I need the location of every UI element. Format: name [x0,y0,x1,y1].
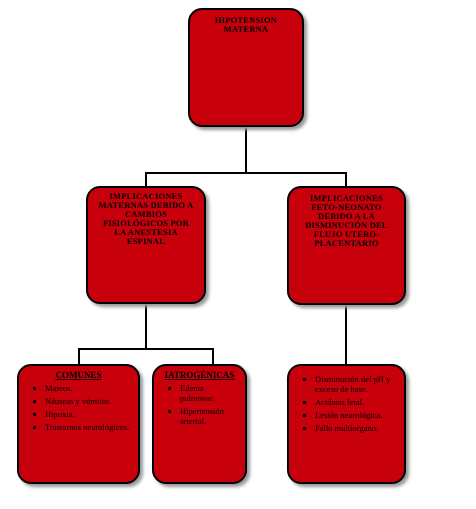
connector-maternal-down [145,302,147,350]
fetal-effects-node: Disminución del pH y exceso de base. Aci… [287,364,406,484]
connector-level2-horizontal [78,348,214,350]
fetal-effects-list: Disminución del pH y exceso de base. Aci… [295,374,398,433]
maternal-implications-node: IMPLICACIONES MATERNAS DEBIDO A CAMBIOS … [86,186,206,304]
connector-to-fetal [345,172,347,188]
list-item: Hipertensión arterial. [180,406,239,426]
maternal-implications-title: IMPLICACIONES MATERNAS DEBIDO A CAMBIOS … [98,191,194,246]
list-item: Disminución del pH y exceso de base. [315,374,398,394]
comunes-heading: COMUNES [55,370,102,380]
list-item: Hipoxia. [45,409,132,419]
list-item: Náuseas y vómitos. [45,396,132,406]
list-item: Fallo multiorgano. [315,423,398,433]
list-item: Lesión neurológica. [315,410,398,420]
connector-to-iatrogenicas [212,348,214,366]
comunes-node: COMUNES Mareos. Náuseas y vómitos. Hipox… [17,364,140,484]
root-title: HIPOTENSION MATERNA [214,15,278,34]
connector-fetal-down [345,303,347,366]
connector-root-down [245,126,247,174]
iatrogenicas-heading: IATROGÉNICAS [164,370,235,380]
fetal-implications-title: IMPLICACIONES FETO-NEONATO DEBIDO A LA D… [305,193,388,248]
list-item: Trastornos neurológicos. [45,422,132,432]
comunes-list: Mareos. Náuseas y vómitos. Hipoxia. Tras… [25,383,132,432]
list-item: Edema pulmonar. [180,383,239,403]
root-node: HIPOTENSION MATERNA [188,8,304,127]
connector-to-maternal [145,172,147,188]
list-item: Mareos. [45,383,132,393]
list-item: Acidosis fetal. [315,397,398,407]
iatrogenicas-list: Edema pulmonar. Hipertensión arterial. [160,383,239,426]
fetal-implications-node: IMPLICACIONES FETO-NEONATO DEBIDO A LA D… [287,186,406,305]
iatrogenicas-node: IATROGÉNICAS Edema pulmonar. Hipertensió… [152,364,247,484]
connector-to-comunes [78,348,80,366]
connector-level1-horizontal [145,172,347,174]
